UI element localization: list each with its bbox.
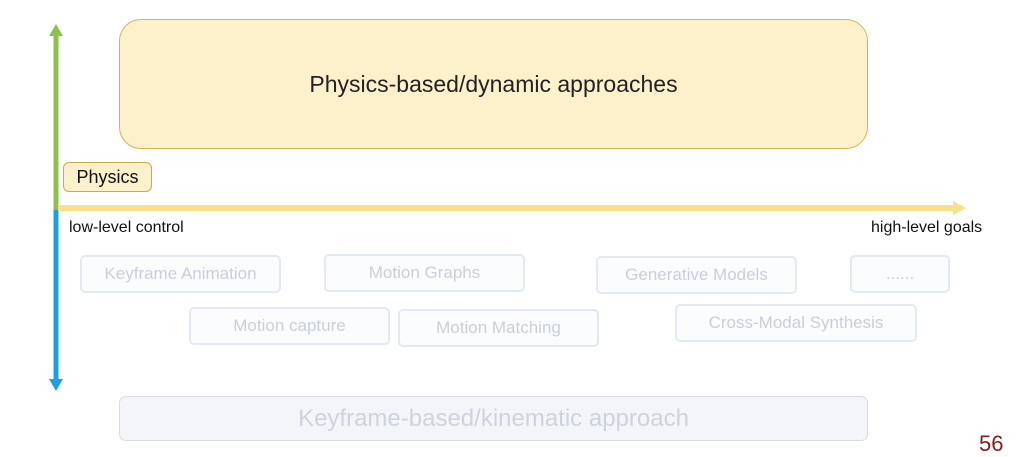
kinematic-approach-box: Keyframe-based/kinematic approach <box>119 396 868 441</box>
method-keyframe-animation: Keyframe Animation <box>80 255 281 293</box>
method-motion-graphs: Motion Graphs <box>324 254 525 292</box>
method-ellipsis: ...... <box>850 255 950 293</box>
physics-approaches-box: Physics-based/dynamic approaches <box>119 19 868 149</box>
horizontal-axis <box>58 201 966 215</box>
physics-approaches-label: Physics-based/dynamic approaches <box>309 70 678 97</box>
method-motion-matching: Motion Matching <box>398 309 599 347</box>
up-arrow-icon <box>49 24 63 36</box>
kinematic-approach-label: Keyframe-based/kinematic approach <box>298 404 689 432</box>
physics-tag: Physics <box>63 162 152 192</box>
method-generative-models: Generative Models <box>596 256 797 294</box>
physics-tag-label: Physics <box>76 166 139 187</box>
vertical-axis <box>49 24 63 391</box>
method-motion-capture: Motion capture <box>189 307 390 345</box>
high-level-goals-label: high-level goals <box>871 219 983 236</box>
down-arrow-icon <box>49 379 63 391</box>
page-number: 56 <box>979 431 1004 456</box>
method-cross-modal-synthesis: Cross-Modal Synthesis <box>675 304 917 342</box>
right-arrow-icon <box>953 201 966 215</box>
low-level-control-label: low-level control <box>69 219 184 236</box>
